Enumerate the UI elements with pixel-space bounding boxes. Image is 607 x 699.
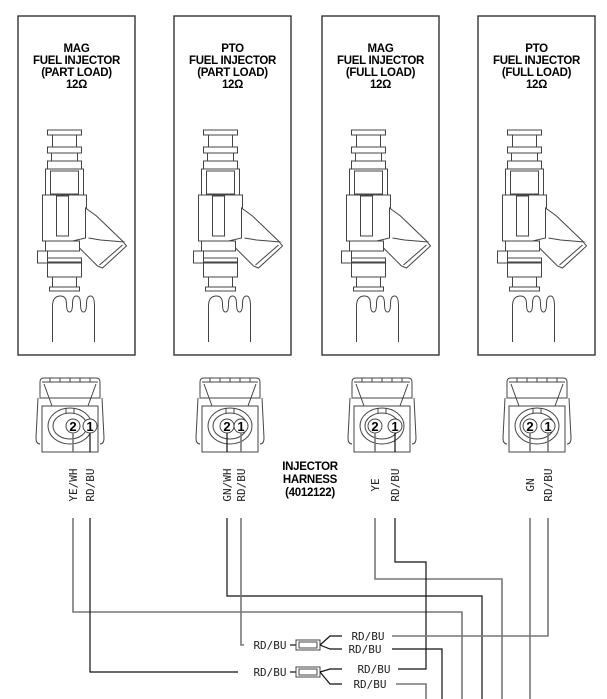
pin-number: 1 [86,419,93,434]
pin-number: 1 [391,419,398,434]
wire-color-label: GN/WH [221,468,234,501]
wire-ye-wh [72,433,463,699]
injector-title-line: FUEL INJECTOR [189,55,277,67]
pin-number: 2 [223,419,230,434]
injector-title-line: MAG [368,43,394,55]
harness-part-number: (4012122) [285,487,335,499]
connector-icon [502,377,572,453]
splice-output-label: RD/BU [351,630,384,643]
harness-label-line-2: HARNESS [283,474,338,486]
injector-title-line: FUEL INJECTOR [33,55,121,67]
harness-label-line-1: INJECTOR [282,461,339,473]
injector-title-line: 12Ω [370,79,391,91]
splice-output-label: RD/BU [353,678,386,691]
injector-title-line: FUEL INJECTOR [493,55,581,67]
wire-rd-bu-pto-part [240,433,244,646]
splice-inner [298,641,318,649]
splice-2: RD/BU RD/BU RD/BU [253,663,390,691]
pin-number: 1 [237,419,244,434]
injector-title-line: 12Ω [66,79,87,91]
pin-number: 2 [69,419,76,434]
wire-rd-bu-mag-full [394,433,427,670]
injector-title-line: (FULL LOAD) [502,67,572,79]
wire-color-label: GN [524,478,537,491]
injector-title-line: FUEL INJECTOR [337,55,425,67]
wire-ye [374,433,503,699]
injector-title-line: (PART LOAD) [41,67,112,79]
wire-gn-wh [226,433,483,699]
wire-color-label: RD/BU [542,468,555,501]
wire-splice2-out2 [396,683,427,699]
injector-title-line: PTO [221,43,244,55]
pin-number: 2 [526,419,533,434]
wire-rd-bu-pto-full [392,433,549,637]
wire-splice1-out2 [392,648,443,699]
connector-icon [195,377,265,453]
pin-number: 2 [371,419,378,434]
splice-output-label: RD/BU [348,643,381,656]
injector-title-line: 12Ω [526,79,547,91]
injector-title-line: PTO [525,43,548,55]
connector-icon [35,377,105,453]
pin-number: 1 [544,419,551,434]
injector-title-line: (PART LOAD) [197,67,268,79]
wire-color-label: RD/BU [84,468,97,501]
splice-input-label: RD/BU [253,639,286,652]
injector-title-line: MAG [64,43,90,55]
connector-icon [347,377,417,453]
splice-output-label: RD/BU [357,663,390,676]
wire-color-label: RD/BU [235,468,248,501]
injector-title-line: 12Ω [222,79,243,91]
wire-color-label: YE/WH [67,468,80,501]
wire-rd-bu-mag-part [89,433,238,673]
splice-inner [298,668,318,676]
wire-color-label: RD/BU [389,468,402,501]
splice-input-label: RD/BU [253,666,286,679]
wire-color-label: YE [369,478,382,491]
injector-title-line: (FULL LOAD) [346,67,416,79]
